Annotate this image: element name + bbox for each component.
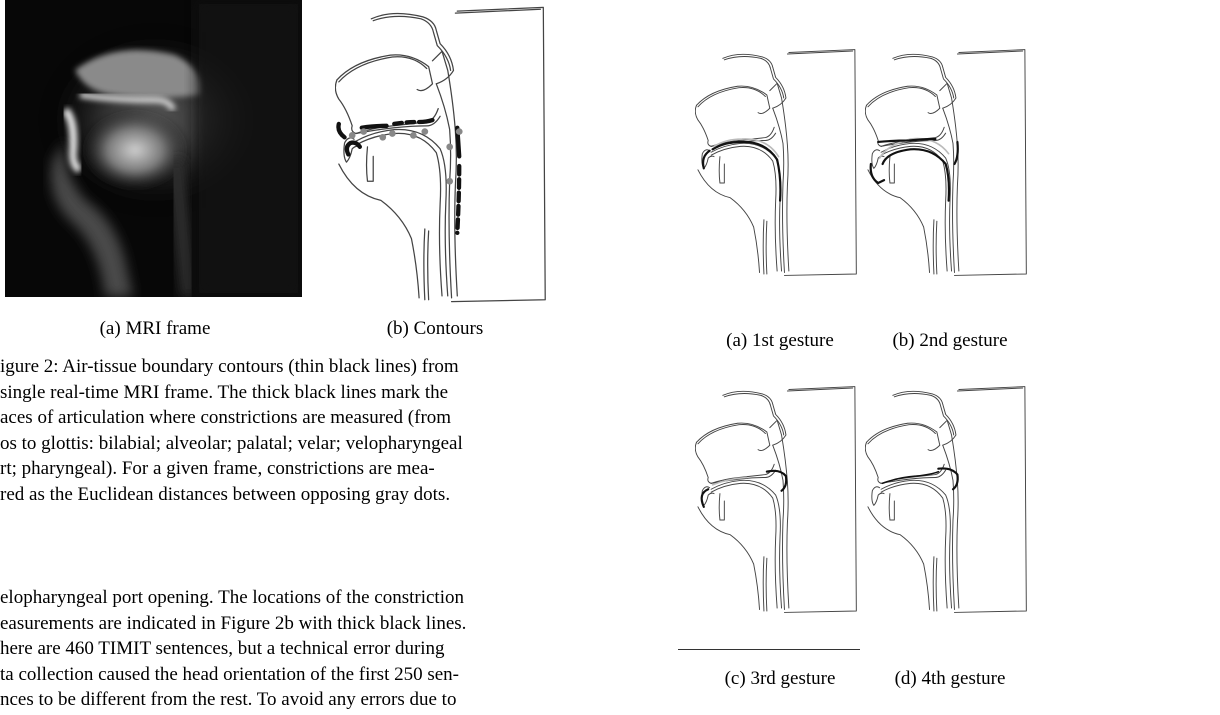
body-line: elopharyngeal port opening. The location… — [0, 585, 600, 611]
alveolar-mark — [362, 126, 387, 128]
body-line: ta collection caused the head orientatio… — [0, 662, 600, 688]
caption-line: rt; pharyngeal). For a given frame, cons… — [0, 456, 600, 482]
subcaption-gesture-1: (a) 1st gesture — [700, 330, 860, 352]
bilabial-mark — [338, 124, 344, 137]
palatal-mark — [394, 122, 417, 124]
body-line: here are 460 TIMIT sentences, but a tech… — [0, 636, 600, 662]
constriction-marks — [338, 120, 459, 233]
subcaption-gesture-2: (b) 2nd gesture — [870, 330, 1030, 352]
velar-mark — [419, 120, 432, 122]
subcaption-gesture-3: (c) 3rd gesture — [700, 668, 860, 690]
body-line: easurements are indicated in Figure 2b w… — [0, 611, 600, 637]
figure2-caption: igure 2: Air-tissue boundary contours (t… — [0, 354, 600, 507]
caption-line: os to glottis: bilabial; alveolar; palat… — [0, 431, 600, 457]
caption-line: single real-time MRI frame. The thick bl… — [0, 380, 600, 406]
body-paragraph: elopharyngeal port opening. The location… — [0, 585, 600, 713]
gesture-3-diagram — [695, 342, 860, 657]
caption-line: igure 2: Air-tissue boundary contours (t… — [0, 354, 600, 380]
mri-frame-image — [5, 0, 302, 297]
caption-line: red as the Euclidean distances between o… — [0, 482, 600, 508]
subcaption-contours: (b) Contours — [370, 318, 500, 340]
pharyngeal-mark — [457, 166, 459, 233]
subcaption-mri-frame: (a) MRI frame — [90, 318, 220, 340]
gesture-4-diagram — [865, 342, 1030, 657]
caption-line: aces of articulation where constrictions… — [0, 405, 600, 431]
gesture-2-diagram — [865, 5, 1030, 320]
gesture-1-diagram — [695, 5, 860, 320]
subcaption-gesture-4: (d) 4th gesture — [870, 668, 1030, 690]
body-line: nces to be different from the rest. To a… — [0, 687, 600, 713]
baseline-rule — [678, 649, 860, 650]
contours-diagram — [335, 2, 550, 307]
